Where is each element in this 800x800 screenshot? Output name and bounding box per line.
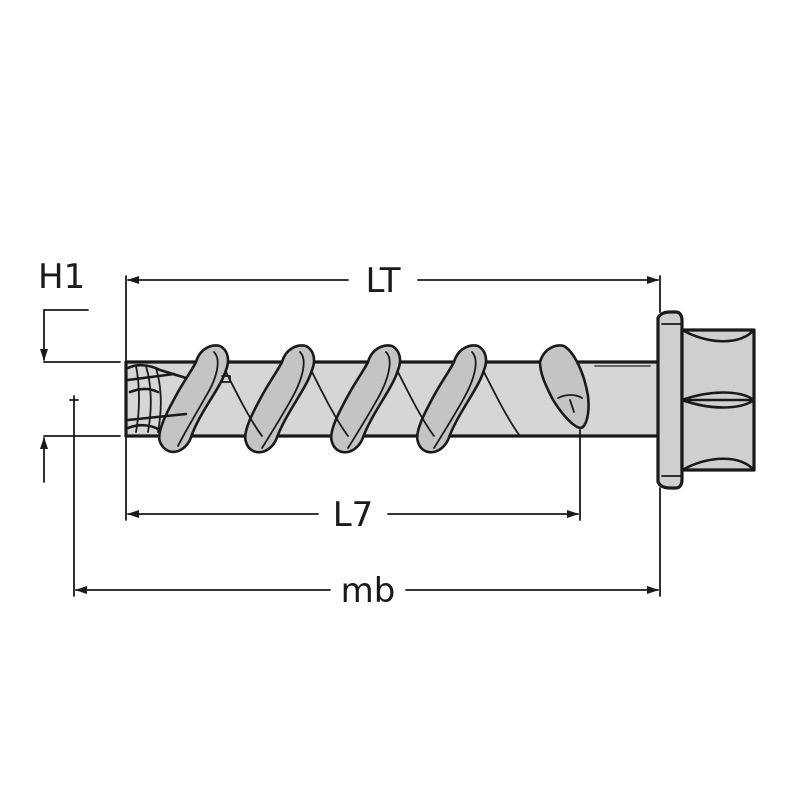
thread-turn-2 bbox=[243, 344, 316, 454]
dimension-h1 bbox=[40, 309, 121, 483]
thread-turn-1 bbox=[157, 344, 230, 454]
thread-turn-3 bbox=[329, 344, 402, 454]
label-h1: H1 bbox=[38, 257, 85, 297]
dimension-lt bbox=[125, 275, 661, 361]
thread-turn-5 bbox=[538, 344, 590, 430]
label-l7: L7 bbox=[333, 495, 374, 535]
dimension-l7 bbox=[125, 429, 581, 521]
flange-washer bbox=[656, 310, 684, 490]
label-mb: mb bbox=[341, 571, 396, 611]
label-lt: LT bbox=[365, 261, 400, 301]
dimension-mb bbox=[69, 395, 661, 597]
thread-turn-4 bbox=[415, 344, 488, 454]
screw-tip bbox=[126, 363, 188, 433]
screw-threads bbox=[157, 344, 590, 454]
hex-head bbox=[680, 328, 756, 472]
